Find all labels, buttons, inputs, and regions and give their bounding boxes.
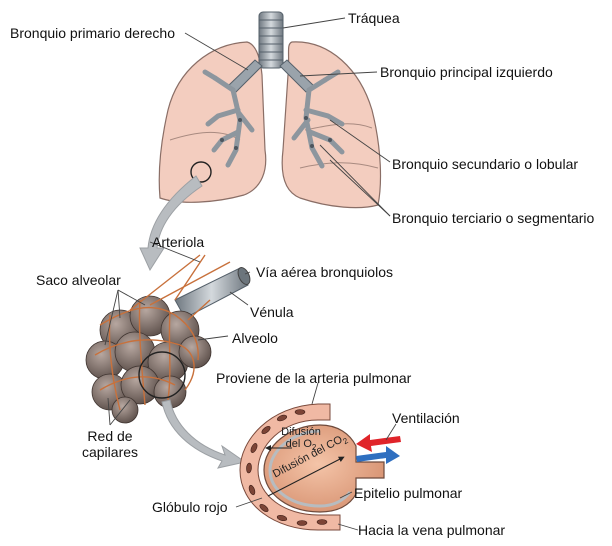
zoom-arrow-2 xyxy=(162,400,245,468)
label-hacia-vena: Hacia la vena pulmonar xyxy=(358,522,505,538)
label-red-capilares-line2: capilares xyxy=(74,444,146,460)
alveolus-detail xyxy=(240,404,401,530)
label-globulo-rojo: Glóbulo rojo xyxy=(152,499,228,515)
label-traquea: Tráquea xyxy=(348,10,400,26)
label-bronquio-terciario: Bronquio terciario o segmentario xyxy=(392,210,594,226)
o2-inflow-arrow xyxy=(356,434,401,452)
label-proviene-arteria: Proviene de la arteria pulmonar xyxy=(216,370,411,386)
label-bronquio-secundario: Bronquio secundario o lobular xyxy=(392,156,578,172)
label-red-capilares-line1: Red de xyxy=(74,428,146,444)
label-saco-alveolar: Saco alveolar xyxy=(36,272,121,288)
label-red-capilares: Red de capilares xyxy=(74,428,146,460)
label-epitelio: Epitelio pulmonar xyxy=(354,485,462,501)
label-bronquio-principal-izquierdo: Bronquio principal izquierdo xyxy=(380,64,553,80)
label-arteriola: Arteriola xyxy=(152,234,204,250)
label-venula: Vénula xyxy=(250,304,294,320)
label-ventilacion: Ventilación xyxy=(392,410,460,426)
label-difusion-o2-line1: Difusión xyxy=(274,426,328,438)
label-via-aerea: Vía aérea bronquiolos xyxy=(256,264,393,280)
bronchiole xyxy=(175,268,248,318)
co2-outflow-arrow xyxy=(356,446,400,464)
label-bronquio-primario-derecho: Bronquio primario derecho xyxy=(10,25,175,41)
label-alveolo: Alveolo xyxy=(232,330,278,346)
